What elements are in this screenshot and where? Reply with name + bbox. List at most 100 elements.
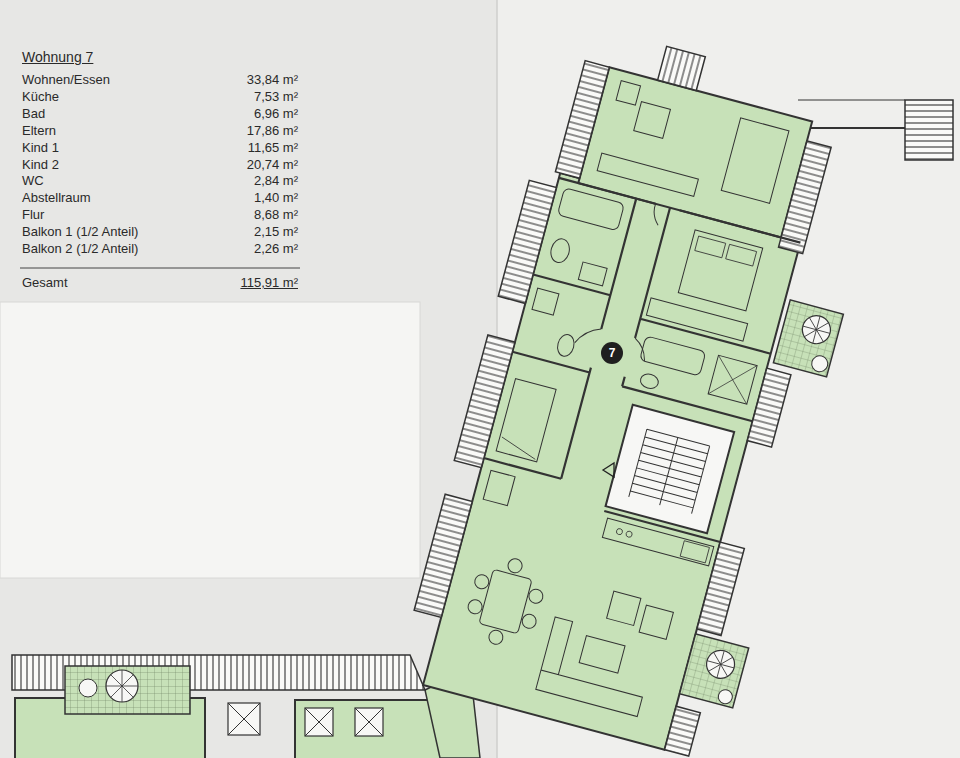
area-value: 11,65 m² [248, 140, 298, 156]
dormer-hatch [454, 335, 515, 468]
window-cross [355, 708, 383, 736]
armchair [639, 605, 673, 639]
dormer-hatch [555, 61, 609, 179]
area-value: 2,15 m² [254, 224, 298, 240]
room-name: Abstellraum [22, 190, 91, 206]
blanket-fold [499, 437, 539, 459]
interior-wall [479, 178, 801, 542]
toilet [548, 237, 572, 265]
washing-machine [532, 288, 559, 315]
burner [616, 528, 623, 535]
umbrella [106, 670, 138, 702]
area-value: 6,96 m² [254, 106, 298, 122]
apartment-floor [423, 173, 802, 750]
room-name: Wohnen/Essen [22, 72, 110, 88]
room-name: Küche [22, 89, 59, 105]
staircase [606, 405, 735, 534]
chair [473, 573, 490, 590]
room-marker: 7 [601, 342, 623, 364]
dormer-hatch [697, 542, 744, 635]
umbrella [799, 313, 833, 347]
toilet [555, 333, 576, 358]
room-name: Eltern [22, 123, 56, 139]
dormer-hatch [905, 100, 953, 160]
balcony [65, 666, 190, 714]
room-name: Flur [22, 207, 44, 223]
sink [680, 541, 709, 563]
bathtub [640, 336, 706, 376]
coffee-table [579, 636, 625, 673]
bathtub [557, 188, 624, 231]
chair [521, 613, 538, 630]
cabinet [616, 81, 640, 105]
toilet [639, 372, 660, 390]
area-value: 1,40 m² [254, 190, 298, 206]
bed [721, 118, 789, 203]
shower-cross [708, 355, 757, 404]
umbrella [703, 647, 737, 681]
room-name: WC [22, 173, 44, 189]
room-name: Bad [22, 106, 45, 122]
dormer-hatch [414, 494, 472, 617]
entrance-arrow [603, 463, 614, 477]
room-name: Kind 2 [22, 157, 59, 173]
marker-disc [601, 342, 623, 364]
cabinet [483, 470, 515, 505]
area-value: 8,68 m² [254, 207, 298, 223]
chair [527, 588, 544, 605]
window [355, 708, 383, 736]
plant [717, 688, 734, 705]
room [578, 67, 812, 237]
umbrella-spokes [799, 313, 833, 347]
balcony [773, 300, 843, 377]
shower [708, 355, 757, 404]
room-name: Balkon 2 (1/2 Anteil) [22, 241, 138, 257]
sofa [536, 617, 657, 717]
area-value: 115,91 m² [240, 275, 298, 291]
plant [810, 354, 830, 374]
armchair [607, 591, 641, 625]
room-name: Gesamt [22, 275, 68, 291]
plant [79, 679, 97, 697]
callout-number: 7 [601, 342, 623, 364]
window [228, 703, 260, 735]
apartment [396, 21, 898, 758]
chair [467, 598, 484, 615]
dormer-hatch [665, 706, 701, 756]
area-value: 17,86 m² [247, 123, 298, 139]
room [295, 700, 445, 758]
dormer-hatch [658, 46, 706, 90]
paper-card [0, 302, 420, 578]
door-swing [575, 193, 685, 361]
balcony [680, 634, 749, 708]
wardrobe [646, 298, 747, 341]
dining-table [479, 569, 532, 633]
area-value: 2,26 m² [254, 241, 298, 257]
area-value: 20,74 m² [247, 157, 298, 173]
counter [602, 518, 713, 566]
window-cross [305, 708, 333, 736]
dormer-hatch [747, 368, 791, 447]
wall [798, 100, 905, 101]
area-value: 7,53 m² [254, 89, 298, 105]
desk [597, 153, 698, 196]
sink [578, 262, 607, 286]
table-rule [20, 268, 300, 269]
chair [634, 102, 671, 139]
pillow [695, 236, 757, 266]
chair [506, 557, 523, 574]
umbrella-spokes [703, 647, 737, 681]
dormer-hatch [498, 180, 556, 303]
area-value: 33,84 m² [247, 72, 298, 88]
umbrella-spokes [106, 670, 138, 702]
room-name: Balkon 1 (1/2 Anteil) [22, 224, 138, 240]
area-value: 2,84 m² [254, 173, 298, 189]
stair-steps [629, 429, 710, 513]
window-cross [228, 703, 260, 735]
dormer-hatch [779, 141, 832, 254]
bed [496, 379, 556, 462]
chair [487, 629, 504, 646]
paper-left [0, 0, 497, 758]
